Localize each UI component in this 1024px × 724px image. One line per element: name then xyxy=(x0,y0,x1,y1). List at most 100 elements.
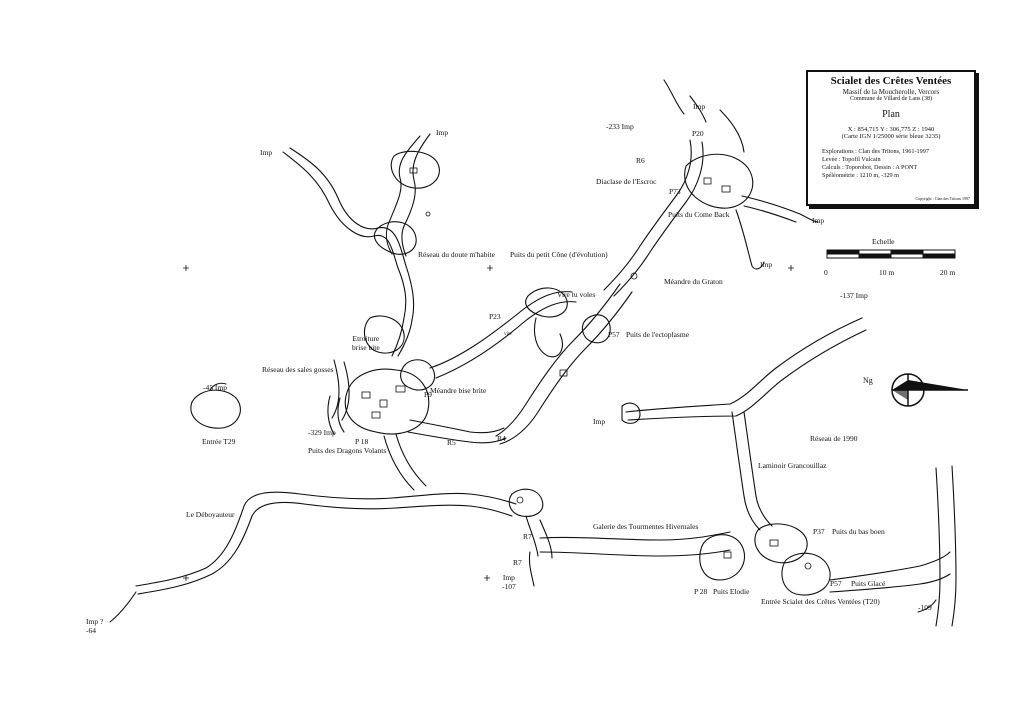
block-symbol xyxy=(723,551,732,559)
chamber-bas-boen xyxy=(754,523,808,564)
label-minus329-imp: -329 Imp xyxy=(308,428,336,437)
grid-cross xyxy=(183,575,189,581)
passage-upper-left-wall-a xyxy=(282,151,407,357)
label-p73: P73 xyxy=(669,187,681,196)
passage-imp-64 xyxy=(109,591,137,623)
map-subtitle: Massif de la Moucherolle, Vercors xyxy=(842,88,940,96)
label-r4: R4 xyxy=(497,434,506,443)
chamber-doute xyxy=(373,221,417,255)
passage-deboyauteur-b xyxy=(137,501,513,595)
map-coords: X : 854,715 Y : 306,775 Z : 1940 xyxy=(847,126,935,133)
passage-upper-left-wall-b xyxy=(289,147,415,357)
passage-entree-b xyxy=(829,573,951,593)
map-commune: Commune de Villard de Lans (38) xyxy=(849,96,932,102)
chamber-p57-ecto xyxy=(581,314,611,344)
label-p37: P37 xyxy=(813,527,825,536)
scale-bar xyxy=(826,249,956,259)
passage-dragons-a xyxy=(383,433,427,491)
chamber-central-hub xyxy=(344,368,430,435)
map-copyright: Copyright : Clan des Tritons 1997 xyxy=(915,196,970,201)
label-imp: Imp xyxy=(760,260,773,269)
label-p28: P 28 xyxy=(694,587,708,596)
label-meandre-bise-brite: Méandre bise brite xyxy=(430,386,487,395)
passage-ectoplasme-b xyxy=(499,291,633,445)
label-puits-dragons: Puits des Dragons Volants xyxy=(308,446,387,455)
scale-tick-10: 10 m xyxy=(879,268,895,277)
passage-r5-r4-b xyxy=(407,431,507,444)
label-puits-elodie: Puits Elodie xyxy=(713,587,750,596)
map-title: Scialet des Crêtes Ventées xyxy=(830,75,952,87)
passage-minus109 xyxy=(917,599,937,613)
label-puits-petit-cone: Puits du petit Cône (d'évolution) xyxy=(510,250,608,259)
label-p57-glace: P57 xyxy=(830,579,842,588)
title-cartouche: Scialet des Crêtes Ventées Massif de la … xyxy=(806,70,976,206)
grid-cross xyxy=(788,265,794,271)
passage-graton xyxy=(735,209,765,270)
chamber-t29 xyxy=(190,389,241,429)
passage-deboyauteur-a xyxy=(135,491,517,587)
map-carte: (Carte IGN 1/25000 série bleue 3235) xyxy=(841,133,941,140)
passage-laminoir-a xyxy=(731,411,761,531)
label-r7: R7 xyxy=(523,532,532,541)
label-p9: P9 xyxy=(424,390,432,399)
passage-t29-imp xyxy=(209,382,227,391)
chamber-vire-tu-voles xyxy=(525,287,568,318)
scale-tick-20: 20 m xyxy=(940,268,956,277)
chamber-imp-mid xyxy=(621,402,641,424)
credit-speleometrie: Spéléométrie : 1210 m, -329 m xyxy=(822,172,899,179)
block-symbol xyxy=(721,185,731,193)
passage-sales-gosses xyxy=(331,359,350,421)
label-entree-t29: Entrée T29 xyxy=(202,437,236,446)
north-label: Ng xyxy=(863,376,873,385)
galerie-tourmentes-b xyxy=(539,549,731,557)
label-minus109: -109 xyxy=(918,603,932,612)
label-imp-107: Imp -107 xyxy=(502,573,516,591)
label-imp: Imp xyxy=(260,148,273,157)
label-laminoir: Laminoir Grancouillaz xyxy=(758,461,827,470)
passage-r7-drop xyxy=(525,515,553,559)
passage-laminoir-b xyxy=(743,411,773,527)
label-p57: P57 xyxy=(608,330,620,339)
passage-comeback-b xyxy=(613,141,704,297)
label-r7: R7 xyxy=(513,558,522,567)
passage-ectoplasme-a xyxy=(495,283,621,437)
label-imp: Imp xyxy=(436,128,449,137)
passage-north-branch-a xyxy=(385,135,421,255)
label-puits-glace: Puits Glacé xyxy=(851,579,886,588)
block-symbol xyxy=(361,391,371,399)
block-symbol xyxy=(379,399,388,408)
label-imp: Imp xyxy=(812,216,825,225)
passage-entree-a xyxy=(829,551,951,581)
passage-p23-a xyxy=(429,291,573,369)
credit-calculs: Calculs : Toporobot, Dessin : A PONT xyxy=(822,164,918,171)
label-reseau-sales-gosses: Réseau des sales gosses xyxy=(262,365,334,374)
passage-vire-loop xyxy=(533,317,563,358)
chamber-p57-glace xyxy=(781,552,831,596)
label-meandre-graton: Méandre du Graton xyxy=(664,277,723,286)
survey-station xyxy=(425,211,431,217)
block-symbol xyxy=(371,411,381,419)
label-puits-bas-boen: Puits du bas boen xyxy=(832,527,885,536)
survey-station xyxy=(630,272,638,280)
passage-right-vertical-b xyxy=(951,465,957,627)
label-vire: vire xyxy=(504,332,512,337)
block-symbol xyxy=(703,177,712,185)
chamber-elodie xyxy=(699,534,746,581)
survey-station xyxy=(516,496,524,504)
block-symbol xyxy=(395,385,406,393)
label-p23: P23 xyxy=(489,312,501,321)
passage-north-chamber xyxy=(390,150,440,189)
passage-p23-b xyxy=(435,301,577,379)
passage-right-vertical-a xyxy=(935,467,941,627)
block-symbol xyxy=(559,369,568,377)
label-p20: P20 xyxy=(692,129,704,138)
label-r6: R6 xyxy=(636,156,645,165)
label-diaclase: Diaclase de l'Escroc xyxy=(596,177,657,186)
grid-cross xyxy=(183,265,189,271)
label-reseau-doute: Réseau du doute m'habite xyxy=(418,250,495,259)
chamber-etroiture xyxy=(363,315,405,354)
credit-explorations: Explorations : Clan des Tritons, 1961-19… xyxy=(822,148,929,155)
passage-1990-b xyxy=(627,329,867,421)
grid-cross xyxy=(484,575,490,581)
